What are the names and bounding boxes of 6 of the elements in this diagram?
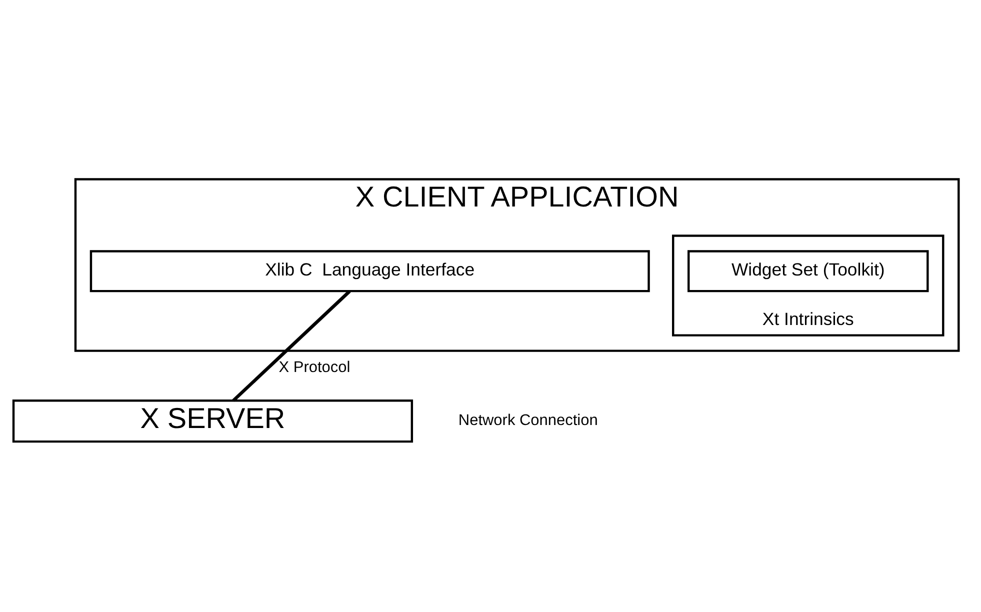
node-box: X SERVER <box>12 400 414 443</box>
edge-label: X Protocol <box>278 359 350 376</box>
node-box: Xlib C Language Interface <box>90 250 650 292</box>
connector <box>232 290 351 402</box>
label: Network Connection <box>458 412 598 430</box>
node-box: Widget Set (Toolkit) <box>688 250 929 292</box>
